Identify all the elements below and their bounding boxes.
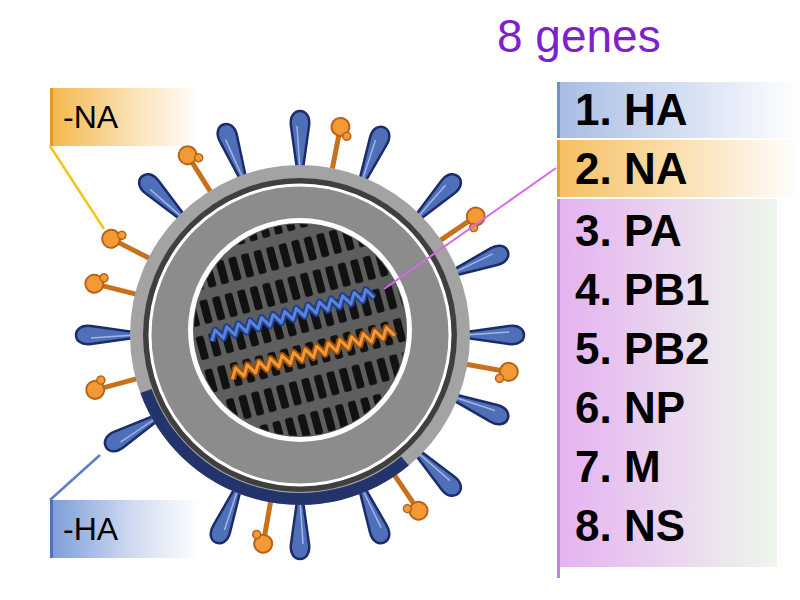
rnp-core: [116, 146, 483, 513]
callout-band: -HA: [50, 500, 200, 558]
callout-band: -NA: [50, 88, 200, 146]
gene-band: 1. HA: [557, 82, 800, 138]
na-spikes: [83, 116, 519, 554]
gene-label: 3. PA: [575, 201, 682, 260]
gene-label: 4. PB1: [575, 260, 710, 319]
gene-label: 5. PB2: [575, 319, 710, 378]
gene-list-band: 3. PA4. PB15. PB26. NP7. M8. NS: [557, 199, 777, 567]
na-gene-helix-highlight: [209, 288, 374, 341]
list-rule: [557, 566, 560, 578]
callout-label: -NA: [63, 88, 118, 146]
callout-label: -HA: [63, 500, 118, 558]
rnp-segments: [116, 146, 483, 513]
gene-label: 1. HA: [575, 82, 687, 138]
ha-spikes: [76, 111, 524, 559]
leader-line: [50, 146, 104, 229]
gene-label: 2. NA: [575, 140, 687, 197]
leader-line: [384, 168, 556, 289]
gene-label: 7. M: [575, 437, 661, 496]
gene-label: 6. NP: [575, 378, 685, 437]
gene-label: 8. NS: [575, 496, 685, 555]
gene-band: 2. NA: [557, 140, 800, 197]
ha-gene-helix-highlight: [230, 326, 395, 379]
leader-line: [50, 455, 100, 500]
ha-gene-helix: [230, 326, 395, 379]
na-gene-helix: [209, 288, 374, 341]
heading: 8 genes: [497, 8, 661, 64]
